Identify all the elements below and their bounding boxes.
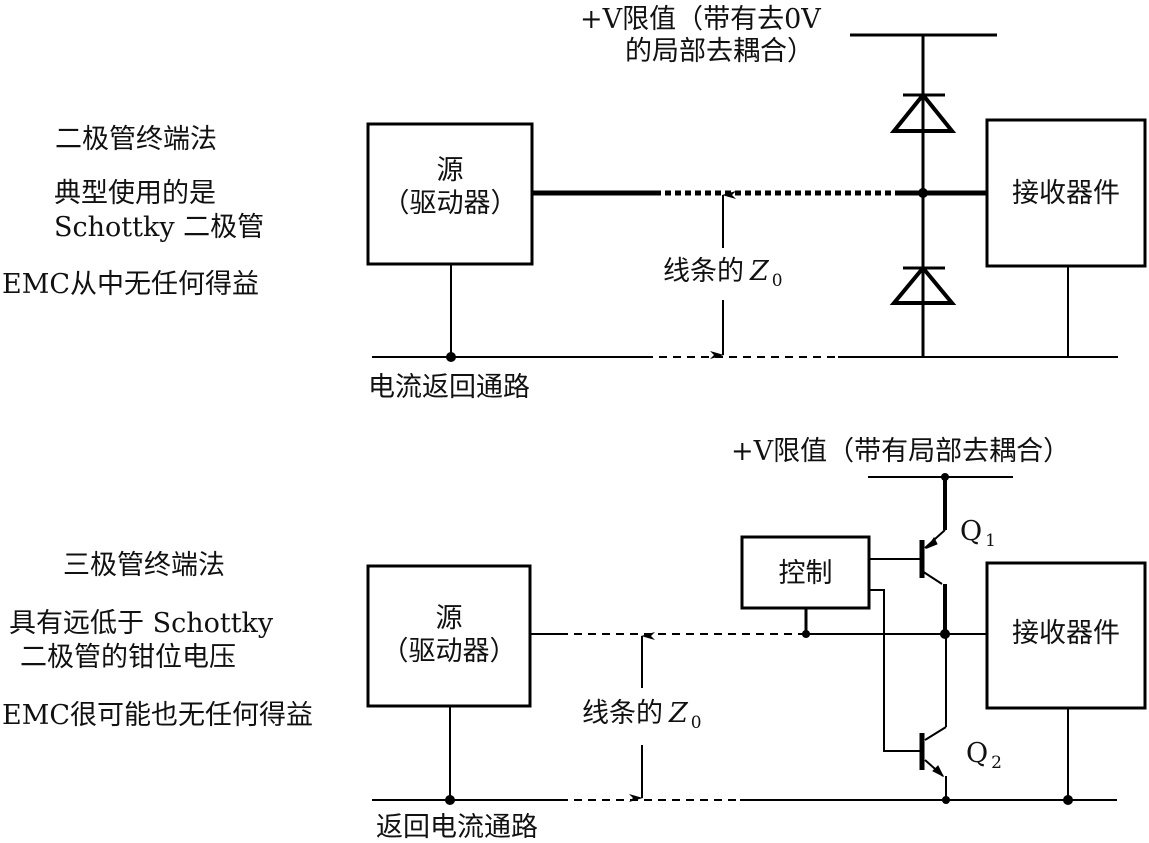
- z0-text: 线条的: [582, 698, 663, 729]
- transistor-note-line1: 具有远低于 Schottky: [9, 608, 274, 639]
- return-path-label: 电流返回通路: [368, 372, 530, 403]
- junction-dot: [918, 188, 928, 198]
- z0-text: 线条的: [663, 256, 744, 287]
- control-to-q2-base: [869, 589, 922, 752]
- diode-termination-circuit: [366, 33, 1147, 362]
- transistor-termination-circuit: [366, 473, 1147, 805]
- q2-subscript: 2: [991, 753, 1002, 773]
- junction-dot: [940, 629, 950, 639]
- source-label-line2: （驱动器）: [381, 636, 517, 667]
- q2-symbol: Q: [966, 738, 989, 769]
- return-path-label: 返回电流通路: [376, 812, 538, 843]
- transistor-q2-icon: [919, 634, 947, 800]
- source-label-line1: 源: [435, 603, 463, 634]
- transistor-vlimit-label: +V限值（带有局部去耦合）: [731, 436, 1071, 467]
- source-label-line2: （驱动器）: [382, 188, 518, 219]
- diode-note-line1: 典型使用的是: [54, 178, 216, 209]
- junction-dot: [941, 473, 949, 481]
- q1-subscript: 1: [985, 531, 996, 551]
- transistor-emc-note: EMC很可能也无任何得益: [2, 700, 314, 731]
- z0-subscript: 0: [690, 713, 702, 733]
- source-label-line1: 源: [436, 155, 464, 186]
- junction-dot: [802, 630, 810, 638]
- junction-dot: [942, 796, 950, 804]
- z0-symbol: Z: [669, 698, 688, 729]
- diode-note-line2: Schottky 二极管: [54, 212, 265, 243]
- receiver-label: 接收器件: [1012, 618, 1120, 649]
- receiver-box: [985, 561, 1147, 710]
- diode-lower-icon: [889, 264, 957, 305]
- transistor-q1-icon: [919, 477, 947, 634]
- q1-symbol: Q: [960, 516, 983, 547]
- transistor-section-title: 三极管终端法: [63, 550, 225, 581]
- diode-vlimit-line2: 的局部去耦合）: [625, 36, 814, 67]
- junction-dot: [445, 795, 455, 805]
- z0-subscript: 0: [771, 271, 783, 291]
- diode-section-title: 二极管终端法: [55, 124, 217, 155]
- z0-symbol: Z: [750, 256, 769, 287]
- diode-upper-icon: [889, 91, 957, 133]
- control-label: 控制: [778, 558, 833, 589]
- receiver-label: 接收器件: [1012, 178, 1120, 209]
- junction-dot: [446, 352, 456, 362]
- diode-vlimit-line1: +V限值（带有去0V: [580, 4, 821, 35]
- junction-dot: [1063, 795, 1073, 805]
- diode-emc-note: EMC从中无任何得益: [2, 269, 260, 300]
- transistor-note-line2: 二极管的钳位电压: [20, 642, 236, 673]
